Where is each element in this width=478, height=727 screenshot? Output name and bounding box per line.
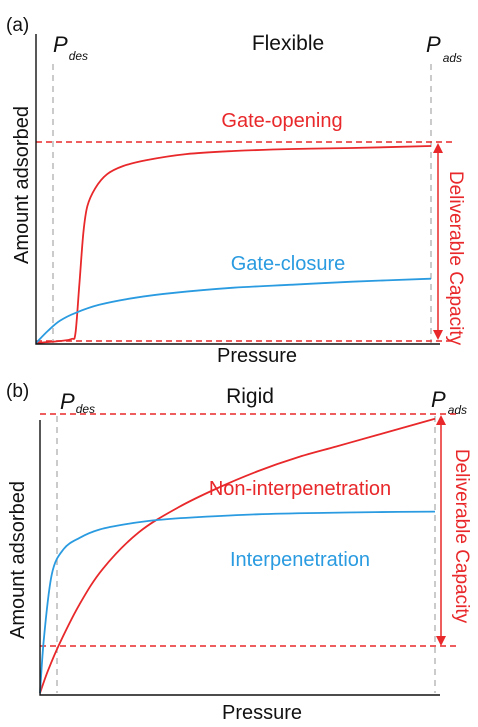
panel-a-capacity-arrowhead-up [433, 143, 443, 153]
panel-b-xlabel: Pressure [222, 702, 302, 724]
panel-a-pdes-label: Pdes [53, 32, 88, 63]
panel-a-axes [35, 34, 440, 345]
panel-a-capacity-arrowhead-down [433, 330, 443, 340]
panel-a-gate-closure-label: Gate-closure [231, 253, 346, 275]
panel-a-gate-opening-label: Gate-opening [221, 110, 342, 132]
panel-a-title: Flexible [252, 32, 324, 55]
panel-a: (a) Flexible Pdes Pads Gate-opening Gate… [6, 15, 466, 367]
panel-a-pdes-main: P [53, 32, 68, 57]
panel-a-pads-main: P [426, 32, 441, 57]
panel-b-capacity-arrowhead-up [436, 415, 446, 425]
panel-a-gate-opening-curve [35, 145, 432, 344]
panel-a-ylabel: Amount adsorbed [11, 106, 33, 264]
panel-a-xlabel: Pressure [217, 345, 297, 367]
panel-b-pdes-label: Pdes [60, 389, 95, 416]
panel-b-non-interpenetration-label: Non-interpenetration [209, 478, 391, 500]
panel-a-pdes-sub: des [69, 49, 88, 63]
panel-a-pads-sub: ads [443, 51, 462, 65]
panel-a-pads-label: Pads [426, 32, 462, 65]
panel-b-capacity-arrowhead-down [436, 636, 446, 646]
panel-b-pads-main: P [431, 387, 446, 412]
panel-b-interpenetration-curve [39, 510, 436, 694]
panel-b-ylabel: Amount adsorbed [7, 481, 29, 639]
panel-b-pads-sub: ads [448, 403, 467, 417]
panel-b-non-interpenetration-curve [39, 417, 436, 694]
panel-b-title: Rigid [226, 385, 274, 408]
panel-b-interpenetration-label: Interpenetration [230, 549, 370, 571]
panel-a-gate-closure-curve [35, 277, 432, 344]
panel-b-axes [39, 420, 440, 696]
panel-a-deliverable-capacity-label: Deliverable Capacity [445, 171, 466, 346]
panel-b-pdes-sub: des [76, 402, 95, 416]
panel-b-pdes-main: P [60, 389, 75, 414]
panel-a-label: (a) [6, 15, 29, 36]
panel-b-label: (b) [6, 381, 29, 402]
panel-b-deliverable-capacity-label: Deliverable Capacity [451, 449, 472, 624]
